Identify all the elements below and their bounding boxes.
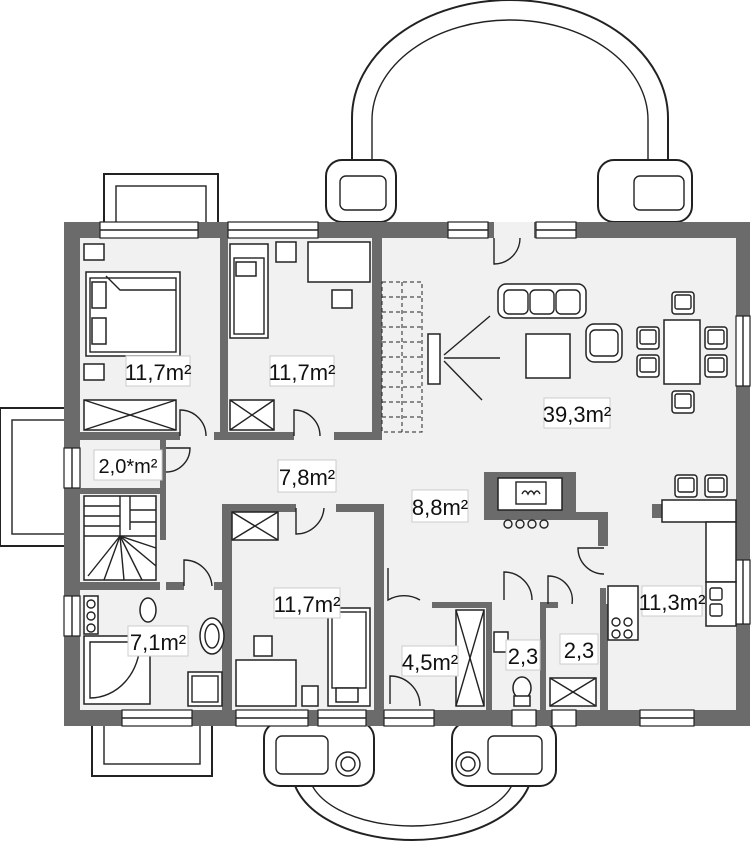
label-closet: 2,0*m² <box>99 456 158 478</box>
utility-furniture <box>549 677 597 707</box>
staircase-west <box>83 495 157 581</box>
living-furniture <box>427 283 728 498</box>
doors <box>165 237 605 707</box>
bedroom-n-furniture <box>229 241 371 431</box>
room-labels: 11,7m² 11,7m² 39,3m² 2,0*m² 7,8m² 8,8m² … <box>93 355 706 677</box>
wc-furniture <box>493 631 532 707</box>
kitchen-furniture <box>607 499 737 641</box>
label-hall-w: 7,8m² <box>279 465 335 490</box>
label-living: 39,3m² <box>543 402 611 427</box>
bottom-bay-window <box>263 721 557 841</box>
label-bedroom-nw: 11,7m² <box>125 360 192 385</box>
windows-bottom <box>121 709 695 727</box>
balcony-w <box>0 407 71 547</box>
bedroom-nw-furniture <box>83 243 181 431</box>
label-hall-c: 8,8m² <box>412 495 468 520</box>
label-pantry: 4,5m² <box>402 650 458 675</box>
fireplace <box>497 477 563 529</box>
balcony-nw <box>103 173 219 227</box>
balcony-sw <box>91 719 213 777</box>
label-wc: 2,3 <box>508 644 539 669</box>
label-bedroom-s: 11,7m² <box>274 592 341 617</box>
pantry-furniture <box>455 609 485 707</box>
label-bathroom: 7,1m² <box>130 630 186 655</box>
staircase-main <box>381 281 423 433</box>
windows-top <box>99 221 577 239</box>
label-bedroom-n: 11,7m² <box>269 360 336 385</box>
label-utility: 2,3 <box>564 638 595 663</box>
windows-side <box>63 315 751 637</box>
bedroom-s-furniture <box>231 511 371 707</box>
top-bay-window <box>325 0 693 223</box>
label-kitchen: 11,3m² <box>639 590 706 615</box>
